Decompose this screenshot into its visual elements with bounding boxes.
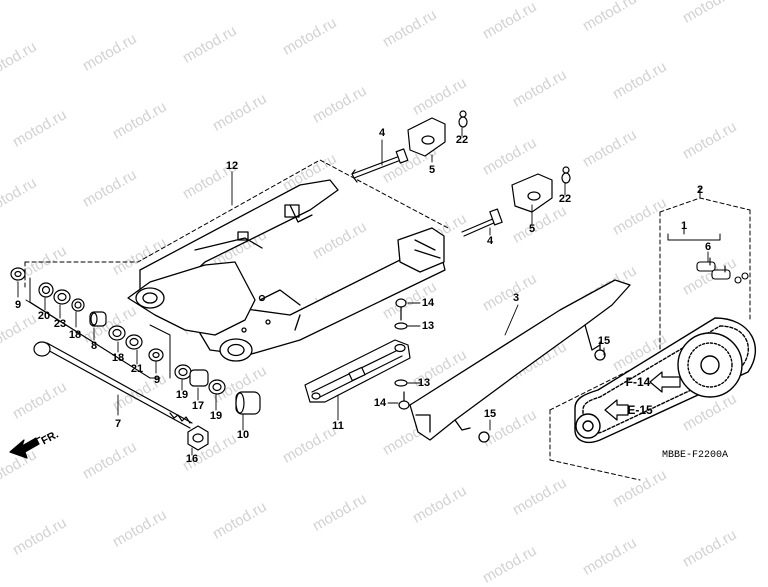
callout-c17: 17 <box>191 400 205 412</box>
callout-c16: 16 <box>185 453 199 465</box>
chain-adjuster-upper <box>351 110 468 183</box>
callout-c19a: 19 <box>175 389 189 401</box>
chain-adjuster-lower <box>461 166 571 237</box>
pivot-bracket <box>25 277 171 379</box>
callout-c14b: 14 <box>373 397 387 409</box>
callout-c20: 20 <box>37 310 51 322</box>
callout-c9a: 9 <box>14 299 22 311</box>
reference-label-f14: F-14 <box>625 375 651 389</box>
callout-c22b: 22 <box>558 193 572 205</box>
callout-c4a: 4 <box>378 127 386 139</box>
callout-c5b: 5 <box>528 223 536 235</box>
callout-c19b: 19 <box>209 410 223 422</box>
chain-set-bracket <box>667 187 721 241</box>
callout-c23: 23 <box>53 318 67 330</box>
callout-c3: 3 <box>512 292 520 304</box>
callout-c8: 8 <box>90 340 98 352</box>
chain-case <box>409 279 631 443</box>
callout-c13b: 13 <box>417 377 431 389</box>
chain-slider <box>304 339 411 403</box>
slider-screws <box>394 298 410 410</box>
front-direction-arrow <box>9 436 41 459</box>
callout-c15b: 15 <box>483 408 497 420</box>
callout-c14a: 14 <box>421 297 435 309</box>
reference-label-e15: E-15 <box>627 403 653 417</box>
callout-c5a: 5 <box>428 164 436 176</box>
callout-c2: 2 <box>696 184 704 196</box>
callout-c12: 12 <box>225 160 239 172</box>
callout-c7: 7 <box>114 418 122 430</box>
pivot-hardware <box>10 267 261 415</box>
reference-arrows <box>604 371 681 421</box>
diagram-code: MBBE-F2200A <box>662 450 729 461</box>
callout-c15a: 15 <box>597 335 611 347</box>
callout-c13a: 13 <box>421 320 435 332</box>
callout-c4b: 4 <box>486 235 494 247</box>
callout-c18b: 18 <box>111 352 125 364</box>
callout-c1: 1 <box>680 220 688 232</box>
callout-c9b: 9 <box>153 374 161 386</box>
callout-c21: 21 <box>130 363 144 375</box>
pivot-bolt <box>33 341 209 451</box>
callout-c18a: 18 <box>68 329 82 341</box>
master-link <box>696 257 749 284</box>
callout-c11: 11 <box>332 420 344 432</box>
callout-c22a: 22 <box>455 134 469 146</box>
callout-c6: 6 <box>704 241 712 253</box>
leader-lines <box>17 127 709 456</box>
swingarm <box>127 179 446 362</box>
callout-c10: 10 <box>236 429 250 441</box>
